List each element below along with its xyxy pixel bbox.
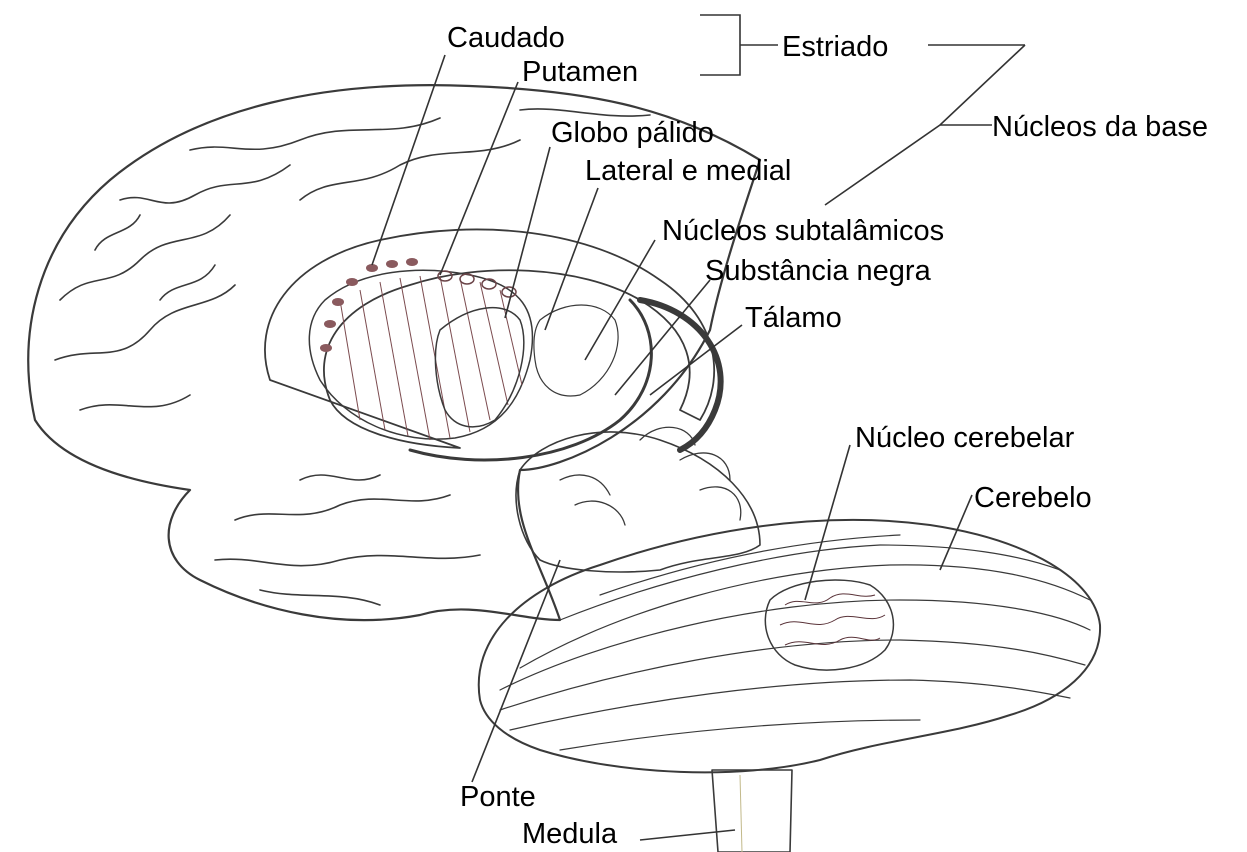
- labels: Caudado Putamen Estriado Núcleos da base…: [447, 22, 1208, 850]
- cerebellar-nucleus: [765, 580, 893, 670]
- brain-illustration: [28, 85, 1100, 852]
- label-medula: Medula: [522, 818, 618, 850]
- label-cerebelo: Cerebelo: [974, 482, 1092, 514]
- label-talamo: Tálamo: [745, 302, 842, 334]
- striatum-shell: [265, 229, 714, 448]
- cerebellar-nucleus-folds: [780, 594, 885, 645]
- globus-pallidus: [435, 308, 523, 427]
- label-nucleos-da-base: Núcleos da base: [992, 111, 1208, 143]
- spinal-cord: [712, 770, 792, 852]
- label-lateral-e-medial: Lateral e medial: [585, 155, 791, 187]
- label-nucleo-cerebelar: Núcleo cerebelar: [855, 422, 1075, 454]
- cortical-gyri: [55, 109, 650, 605]
- label-ponte: Ponte: [460, 781, 536, 813]
- label-substancia-negra: Substância negra: [705, 255, 932, 287]
- label-putamen: Putamen: [522, 56, 638, 88]
- label-estriado: Estriado: [782, 31, 888, 63]
- label-globo-palido: Globo pálido: [551, 117, 714, 149]
- spinal-cord-midline: [740, 775, 742, 852]
- label-caudado: Caudado: [447, 22, 565, 54]
- brainstem-lobules: [560, 427, 741, 525]
- thalamus: [534, 305, 618, 396]
- label-nucleos-subtalamicos: Núcleos subtalâmicos: [662, 215, 944, 247]
